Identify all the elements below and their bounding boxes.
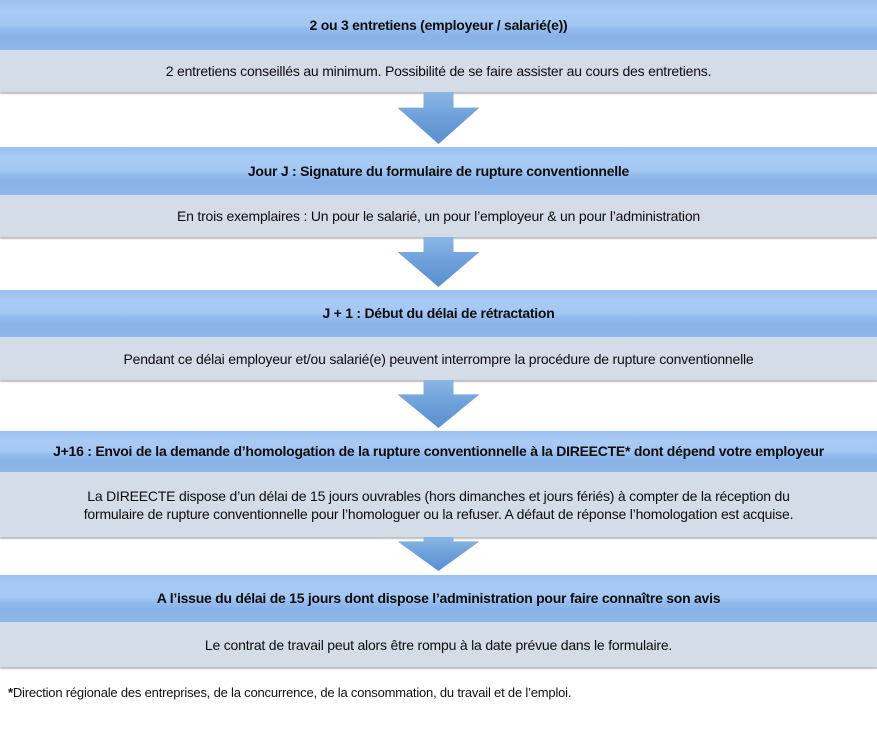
step-5-body-text: Le contrat de travail peut alors être ro… — [204, 636, 673, 653]
step-4-body-band: La DIREECTE dispose d’un délai de 15 jou… — [0, 472, 877, 537]
step-2-title: Jour J : Signature du formulaire de rupt… — [247, 162, 630, 179]
step-2-body-band: En trois exemplaires : Un pour le salari… — [0, 195, 877, 237]
step-1-body-text: 2 entretiens conseillés au minimum. Poss… — [165, 63, 712, 79]
step-4-body-text: La DIREECTE dispose d’un délai de 15 jou… — [83, 487, 794, 522]
down-arrow-icon — [397, 92, 480, 144]
step-1: 2 ou 3 entretiens (employeur / salarié(e… — [0, 0, 877, 92]
step-2-title-band: Jour J : Signature du formulaire de rupt… — [0, 147, 877, 195]
arrow-gap-2 — [0, 237, 877, 290]
step-2-body-text: En trois exemplaires : Un pour le salari… — [176, 208, 701, 224]
step-3: J + 1 : Début du délai de rétractation P… — [0, 290, 877, 380]
down-arrow-icon — [397, 237, 480, 287]
step-1-body-band: 2 entretiens conseillés au minimum. Poss… — [0, 50, 877, 92]
step-4-title: J+16 : Envoi de la demande d’homologatio… — [53, 443, 824, 459]
step-1-title-band: 2 ou 3 entretiens (employeur / salarié(e… — [0, 0, 877, 50]
step-4: J+16 : Envoi de la demande d’homologatio… — [0, 431, 877, 537]
step-3-title: J + 1 : Début du délai de rétractation — [322, 305, 555, 321]
footnote-asterisk: * — [8, 685, 13, 700]
down-arrow-icon — [397, 380, 480, 428]
arrow-gap-1 — [0, 92, 877, 147]
arrow-gap-3 — [0, 380, 877, 431]
step-3-title-band: J + 1 : Début du délai de rétractation — [0, 290, 877, 337]
step-5-title: A l’issue du délai de 15 jours dont disp… — [156, 590, 721, 606]
step-5-body-band: Le contrat de travail peut alors être ro… — [0, 622, 877, 667]
step-5-title-band: A l’issue du délai de 15 jours dont disp… — [0, 575, 877, 622]
step-5: A l’issue du délai de 15 jours dont disp… — [0, 575, 877, 667]
step-3-body-text: Pendant ce délai employeur et/ou salarié… — [123, 350, 754, 367]
footnote-text: Direction régionale des entreprises, de … — [12, 685, 572, 700]
step-1-title: 2 ou 3 entretiens (employeur / salarié(e… — [309, 16, 568, 33]
step-2: Jour J : Signature du formulaire de rupt… — [0, 147, 877, 237]
step-4-title-band: J+16 : Envoi de la demande d’homologatio… — [0, 431, 877, 472]
down-arrow-icon — [397, 537, 480, 571]
footnote: *Direction régionale des entreprises, de… — [0, 685, 877, 700]
arrow-gap-4 — [0, 537, 877, 575]
step-3-body-band: Pendant ce délai employeur et/ou salarié… — [0, 337, 877, 380]
